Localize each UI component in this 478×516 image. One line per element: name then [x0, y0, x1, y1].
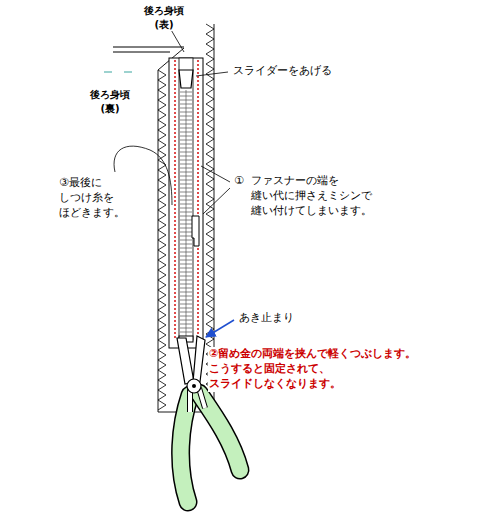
zipper-tape: [169, 58, 203, 348]
stitch-line: [175, 60, 198, 338]
part-name: 後ろ身頃 (裏): [89, 88, 131, 115]
instruction-note: ②留め金の両端を挟んで軽くつぶします。 こうすると固定されて、スライドしなくなり…: [208, 347, 417, 392]
part-name: 後ろ身頃 (表): [143, 4, 185, 31]
overlock-zigzag: [158, 70, 166, 410]
leader-line: [201, 166, 230, 214]
plier-jaw: [177, 338, 194, 384]
instruction-note: スライダーをあげる: [232, 64, 333, 79]
pointer-arrow: [206, 320, 234, 337]
zipper-teeth: [179, 58, 193, 340]
plier-jaw: [193, 336, 205, 382]
fabric-edge: [158, 70, 159, 412]
seam-allowance: [166, 22, 206, 412]
pull-tab: [192, 216, 199, 246]
callout-number: ①: [233, 174, 245, 189]
plier-pivot: [192, 384, 196, 388]
tack-mark: [104, 71, 132, 72]
plier-pivot: [187, 379, 201, 393]
instruction-note: ファスナーの端を 縫い代に押さえミシンで 縫い付けてしまいます。: [250, 174, 373, 219]
leader-line: [170, 28, 184, 52]
fabric-edge: [113, 47, 184, 52]
zipper-tooth: [186, 90, 187, 336]
part-name: あき止まり: [238, 311, 295, 326]
instruction-note: ③最後に しつけ糸を ほどきます。: [58, 176, 126, 221]
leader-line: [196, 72, 228, 76]
slider: [179, 70, 193, 88]
